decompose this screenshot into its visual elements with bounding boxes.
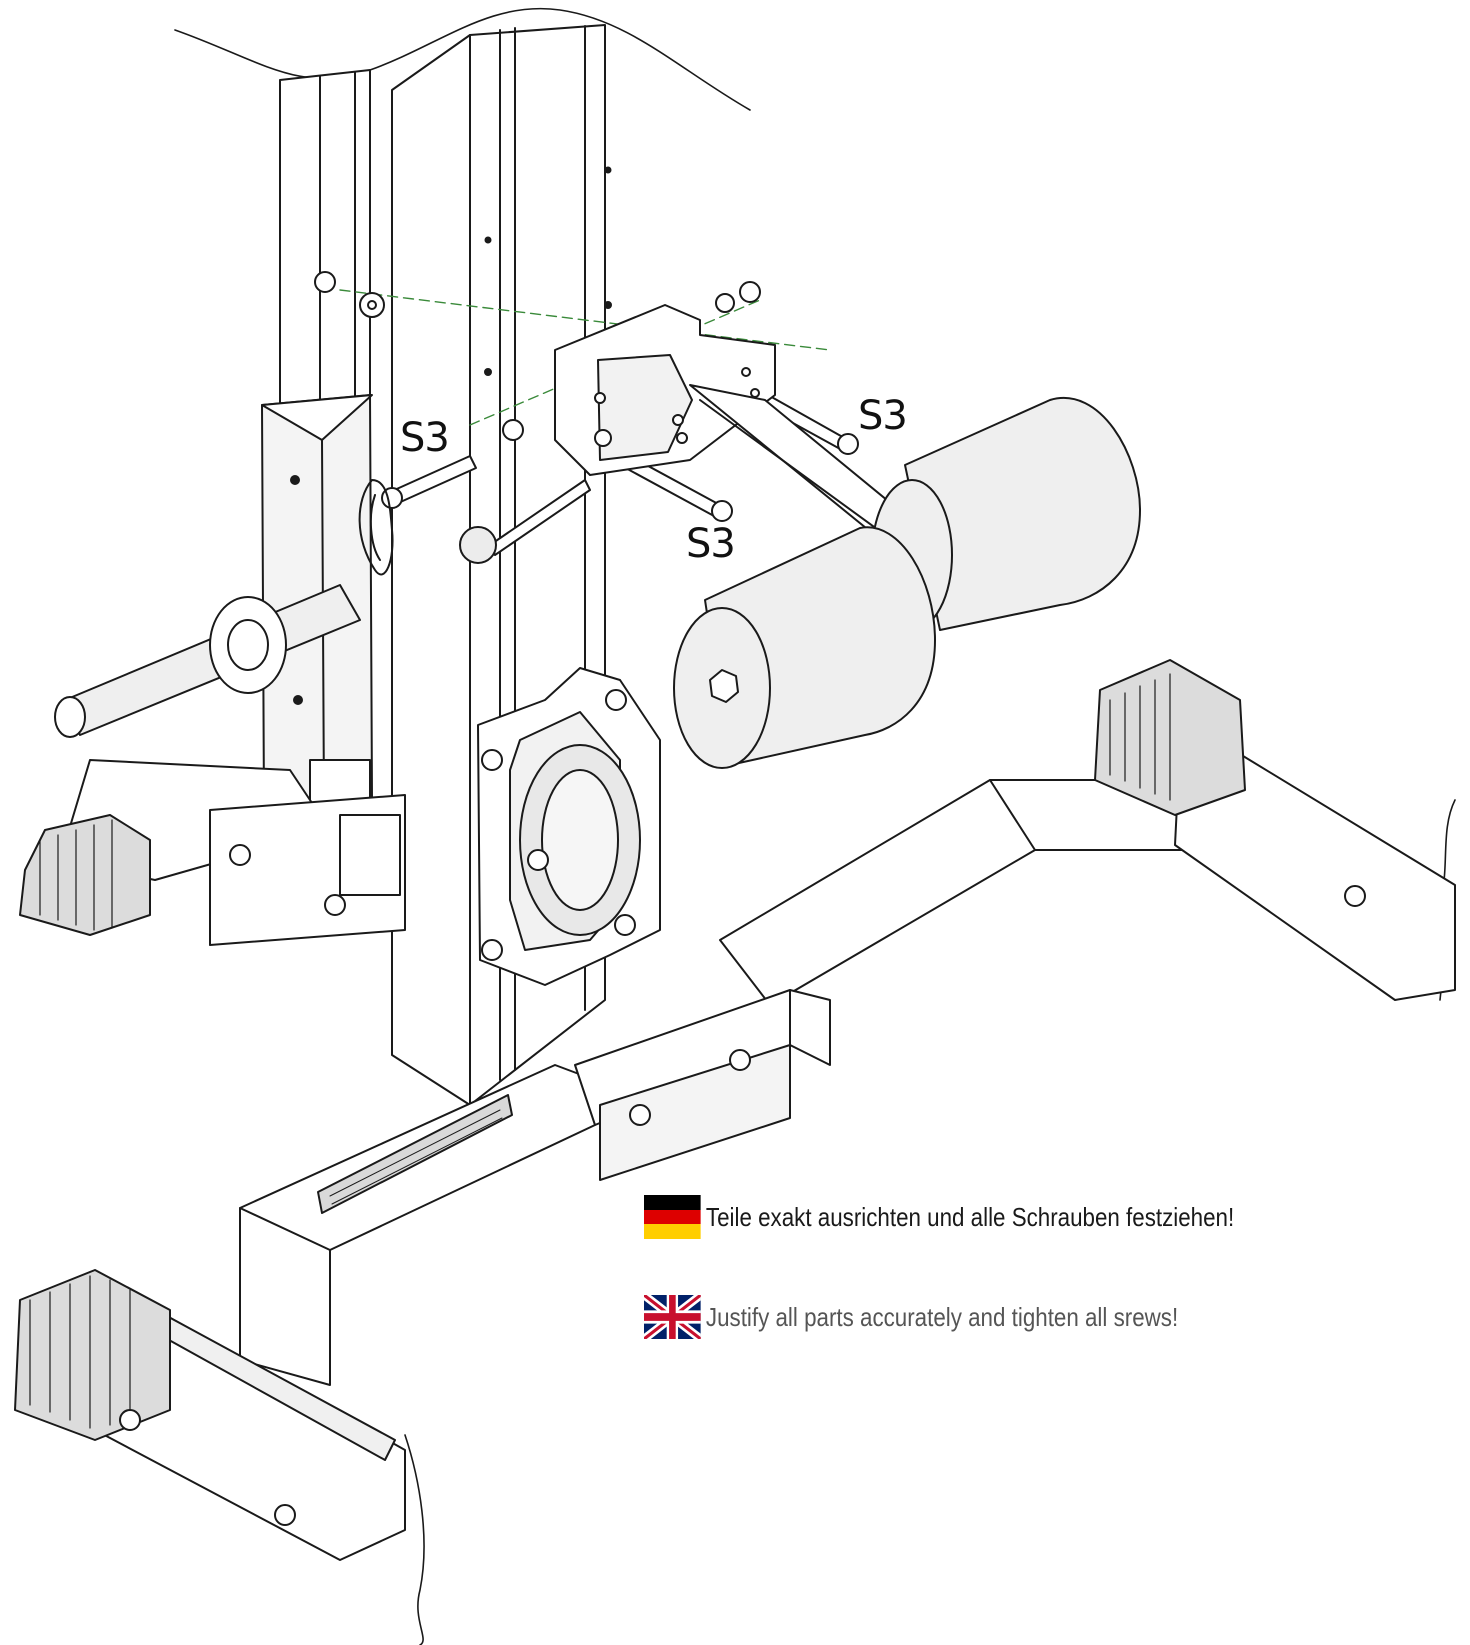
sleeve-hole xyxy=(293,695,303,705)
tower-hole xyxy=(604,301,612,309)
tower-hole xyxy=(604,166,612,174)
leg-pad-bracket xyxy=(554,304,776,476)
note-english-text: Justify all parts accurately and tighten… xyxy=(705,1301,1179,1332)
pull-pin xyxy=(459,479,591,564)
right-foot xyxy=(1094,659,1456,1001)
tower-hole xyxy=(484,236,492,244)
note-english: Justify all parts accurately and tighten… xyxy=(644,1295,1178,1339)
note-german-text: Teile exakt ausrichten und alle Schraube… xyxy=(705,1201,1235,1232)
nut xyxy=(314,271,336,293)
front-foot xyxy=(14,1269,406,1561)
uk-flag-icon xyxy=(644,1295,701,1339)
rating-plate xyxy=(317,1094,513,1214)
washer xyxy=(367,300,377,310)
base-frame-front-tube xyxy=(239,989,831,1386)
nut xyxy=(739,281,761,303)
left-upright-column xyxy=(261,69,373,861)
weight-storage-bar xyxy=(54,584,361,738)
tower-hole xyxy=(484,368,492,376)
callout-s3-right: S3 xyxy=(858,393,908,439)
german-flag-icon xyxy=(644,1195,701,1239)
carabiner-hook xyxy=(358,479,394,576)
axis-line xyxy=(469,299,761,426)
callout-s3-left: S3 xyxy=(400,415,450,461)
sleeve-hole xyxy=(290,475,300,485)
washer xyxy=(715,293,735,313)
note-german: Teile exakt ausrichten und alle Schraube… xyxy=(644,1195,1234,1239)
pulley-bracket xyxy=(477,667,661,986)
washer xyxy=(502,419,524,441)
leg-roller-front xyxy=(673,526,936,769)
washer xyxy=(359,292,385,318)
s3-bolts xyxy=(314,271,859,522)
axis-line xyxy=(339,289,831,351)
left-rear-foot xyxy=(19,759,406,946)
callout-s3-bottom: S3 xyxy=(686,521,736,567)
